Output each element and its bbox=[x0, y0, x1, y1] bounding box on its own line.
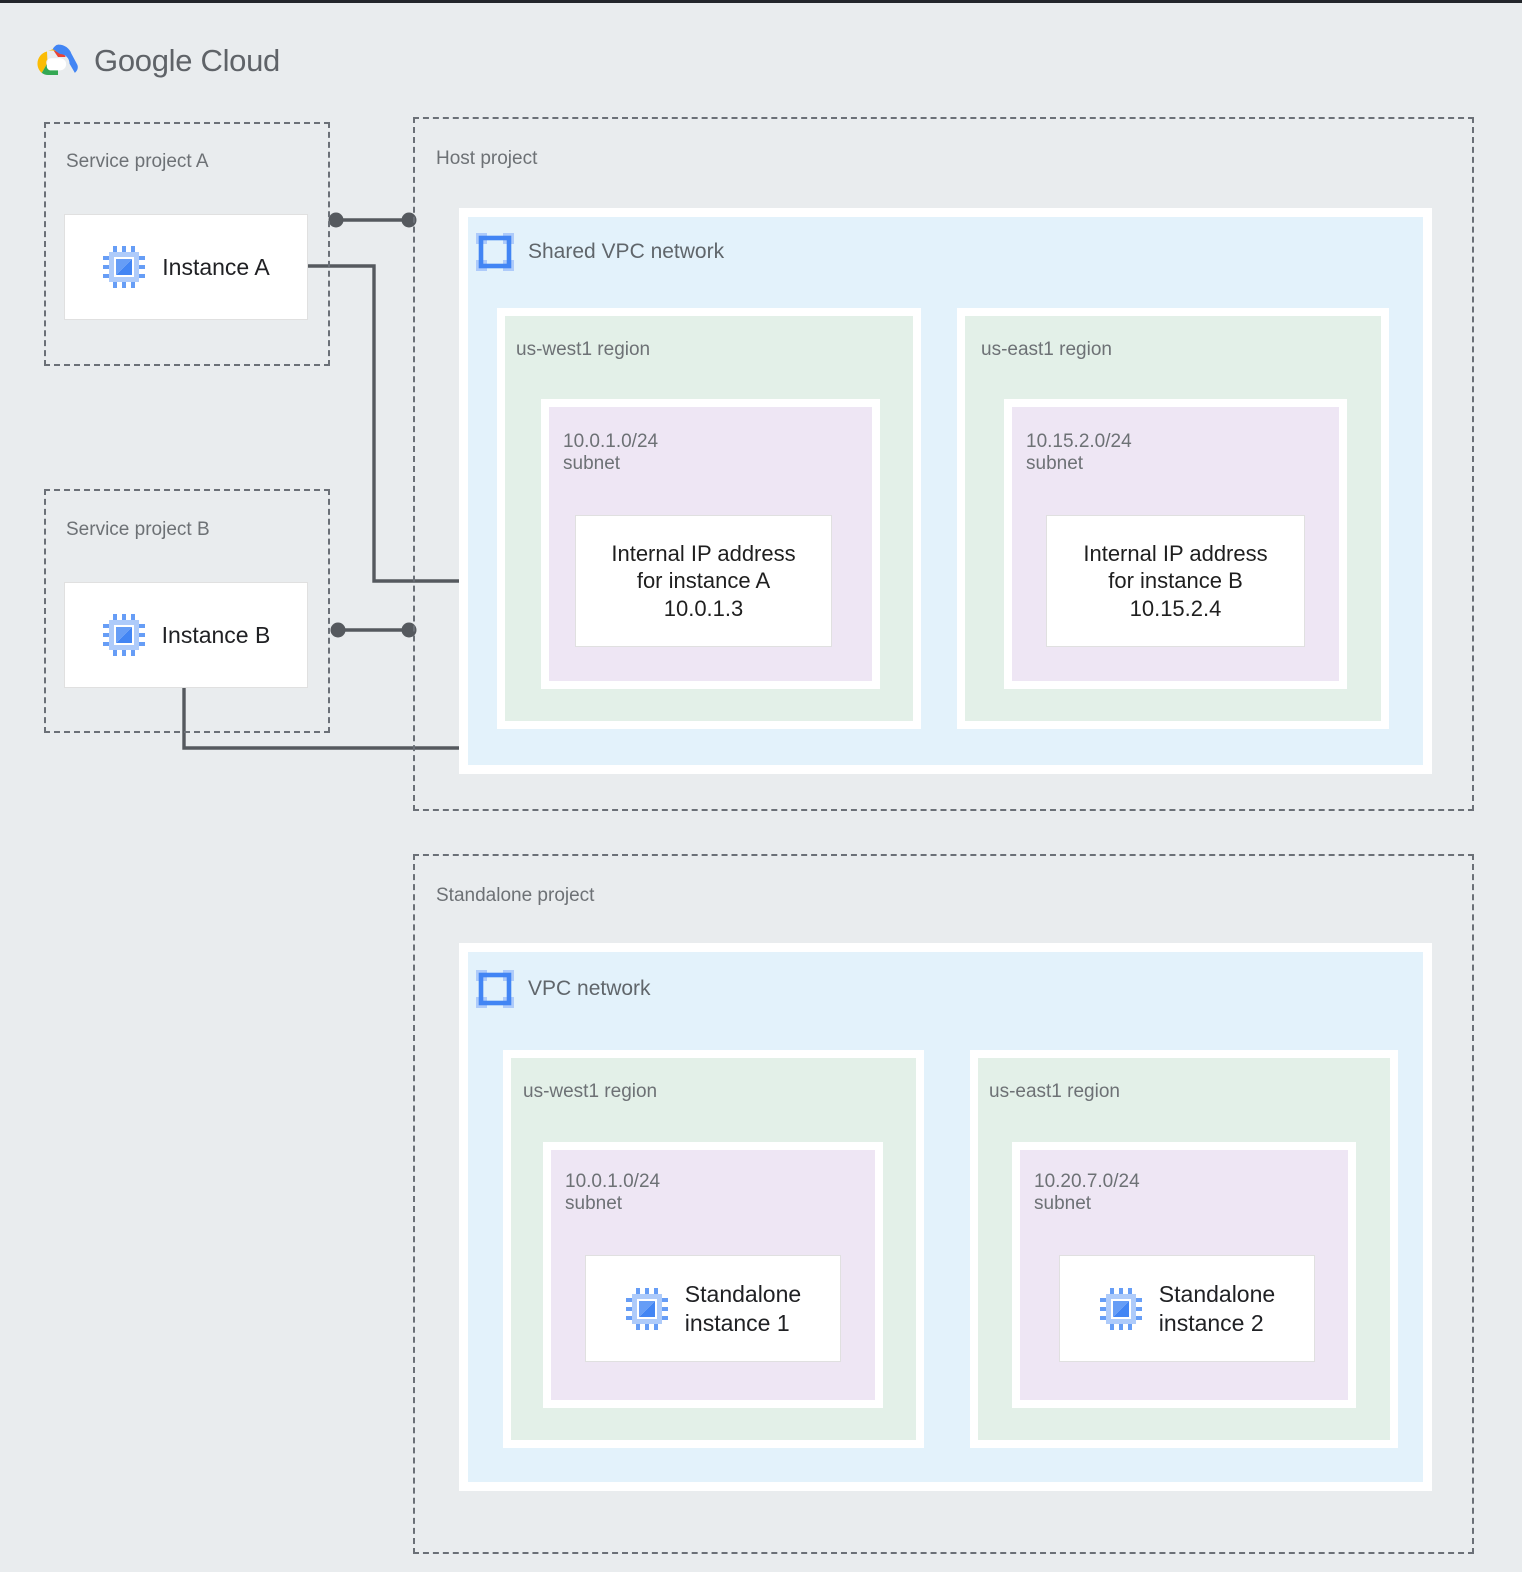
standalone-project-title: Standalone project bbox=[436, 885, 595, 906]
internal-ip-instance-b-card: Internal IP address for instance B 10.15… bbox=[1046, 515, 1305, 647]
internal-ip-instance-a-text: Internal IP address for instance A 10.0.… bbox=[611, 540, 796, 621]
host-subnet-us-east1-kind: subnet bbox=[1026, 453, 1084, 475]
host-subnet-us-west1-cidr-value: 10.0.1.0/24 bbox=[563, 431, 659, 452]
brand-google: Google bbox=[94, 43, 193, 78]
vm-instance-icon bbox=[103, 246, 146, 288]
host-region-us-west1-label: us-west1 region bbox=[516, 339, 651, 360]
vpc-network-icon bbox=[476, 233, 514, 271]
standalone-subnet-us-east1-cidr: 10.20.7.0/24 subnet bbox=[1034, 1171, 1140, 1216]
standalone-subnet-us-west1-cidr: 10.0.1.0/24 subnet bbox=[565, 1171, 660, 1216]
host-project-title: Host project bbox=[436, 148, 538, 169]
shared-vpc-network-label: Shared VPC network bbox=[528, 240, 725, 263]
brand-wordmark: Google Cloud bbox=[94, 43, 280, 79]
instance-a-label: Instance A bbox=[162, 253, 270, 280]
host-subnet-us-east1-cidr-value: 10.15.2.0/24 bbox=[1026, 431, 1132, 452]
connector-dot bbox=[330, 622, 346, 638]
service-project-b-boundary bbox=[44, 489, 330, 733]
internal-ip-instance-b-text: Internal IP address for instance B 10.15… bbox=[1083, 540, 1268, 621]
host-subnet-us-east1-cidr: 10.15.2.0/24 subnet bbox=[1026, 431, 1132, 476]
shared-vpc-network-header: Shared VPC network bbox=[476, 233, 724, 271]
service-project-a-title: Service project A bbox=[66, 151, 209, 172]
vm-instance-icon bbox=[1099, 1287, 1142, 1330]
vpc-network-icon bbox=[476, 970, 514, 1008]
standalone-subnet-us-east1-cidr-value: 10.20.7.0/24 bbox=[1034, 1171, 1140, 1192]
standalone-instance-1-card[interactable]: Standalone instance 1 bbox=[585, 1255, 841, 1362]
vm-instance-icon bbox=[625, 1287, 668, 1330]
connector-dot bbox=[328, 212, 344, 228]
standalone-subnet-us-west1-kind: subnet bbox=[565, 1193, 623, 1215]
google-cloud-logo-icon bbox=[37, 44, 78, 76]
service-project-b-title: Service project B bbox=[66, 519, 210, 540]
brand-cloud: Cloud bbox=[192, 43, 280, 78]
standalone-instance-2-card[interactable]: Standalone instance 2 bbox=[1059, 1255, 1315, 1362]
instance-b-card[interactable]: Instance B bbox=[64, 582, 308, 688]
instance-a-card[interactable]: Instance A bbox=[64, 214, 308, 320]
instance-b-label: Instance B bbox=[161, 621, 271, 648]
host-subnet-us-west1-kind: subnet bbox=[563, 453, 621, 475]
standalone-region-us-east1-label: us-east1 region bbox=[989, 1081, 1120, 1102]
internal-ip-instance-a-card: Internal IP address for instance A 10.0.… bbox=[575, 515, 832, 647]
vm-instance-icon bbox=[102, 614, 145, 656]
host-region-us-east1-label: us-east1 region bbox=[981, 339, 1112, 360]
google-cloud-logo: Google Cloud bbox=[36, 41, 280, 81]
service-project-a-boundary bbox=[44, 122, 330, 366]
standalone-instance-1-label: Standalone instance 1 bbox=[684, 1281, 802, 1336]
standalone-region-us-west1-label: us-west1 region bbox=[523, 1081, 658, 1102]
standalone-project-boundary bbox=[413, 854, 1474, 1554]
host-subnet-us-west1-cidr: 10.0.1.0/24 subnet bbox=[563, 431, 658, 476]
standalone-subnet-us-west1-cidr-value: 10.0.1.0/24 bbox=[565, 1171, 661, 1192]
vpc-network-label: VPC network bbox=[528, 977, 651, 1000]
vpc-network-header: VPC network bbox=[476, 970, 651, 1008]
standalone-instance-2-label: Standalone instance 2 bbox=[1158, 1281, 1276, 1336]
standalone-subnet-us-east1-kind: subnet bbox=[1034, 1193, 1092, 1215]
host-project-boundary bbox=[413, 117, 1474, 811]
